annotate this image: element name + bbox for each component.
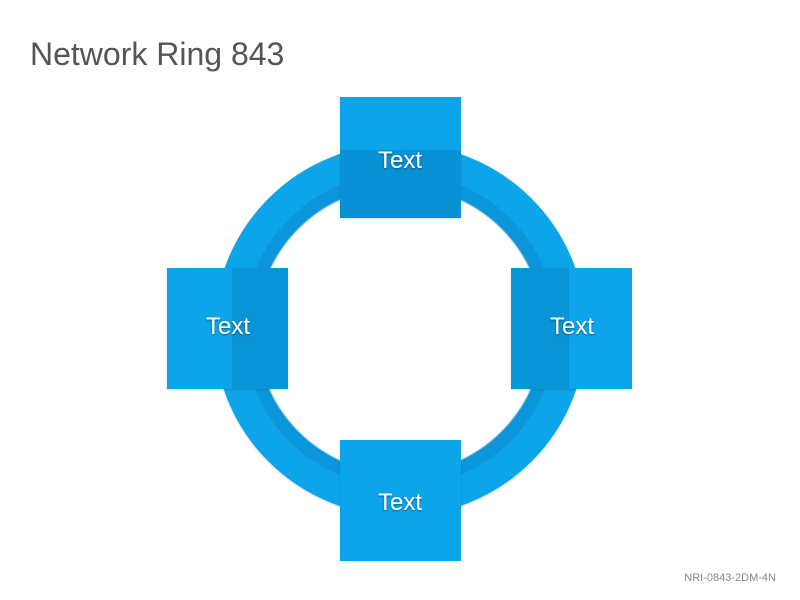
node-right[interactable]: Text bbox=[511, 268, 632, 389]
node-left-box bbox=[167, 268, 288, 389]
node-right-label: Text bbox=[550, 313, 594, 340]
node-top-label: Text bbox=[378, 147, 422, 174]
node-left-overlap bbox=[232, 268, 288, 389]
ring-inner-shade bbox=[243, 173, 557, 487]
node-bottom-box bbox=[340, 440, 461, 561]
node-left[interactable]: Text bbox=[167, 268, 288, 389]
node-top-overlap bbox=[340, 150, 461, 218]
page-title: Network Ring 843 bbox=[30, 36, 285, 72]
node-bottom[interactable]: Text bbox=[340, 440, 461, 561]
node-right-overlap bbox=[511, 268, 569, 389]
node-bottom-label: Text bbox=[378, 489, 422, 516]
footer-code: NRI-0843-2DM-4N bbox=[684, 572, 776, 584]
node-right-box bbox=[511, 268, 632, 389]
node-left-label: Text bbox=[206, 313, 250, 340]
node-top[interactable]: Text bbox=[340, 97, 461, 218]
